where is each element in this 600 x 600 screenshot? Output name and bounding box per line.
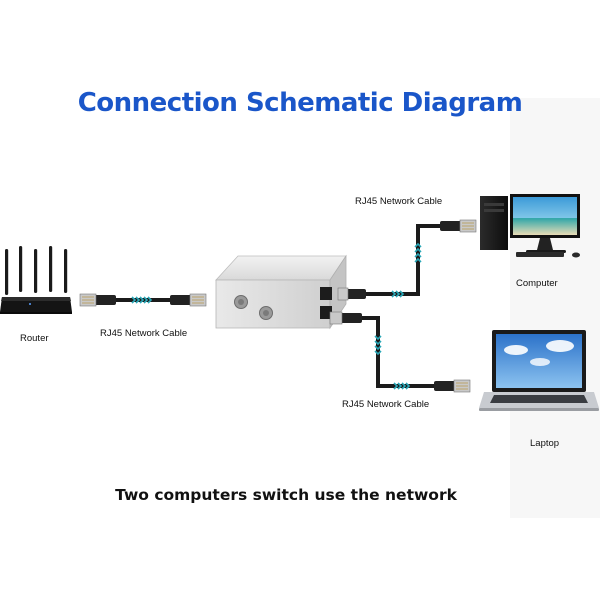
rj45-plug-icon — [337, 287, 366, 301]
background-panel — [510, 98, 600, 518]
desktop-computer-icon — [480, 194, 580, 258]
computer-cable-label: RJ45 Network Cable — [355, 196, 443, 207]
rj45-plug-icon — [434, 379, 471, 393]
rj45-plug-icon — [79, 293, 116, 307]
cable-switch-laptop — [329, 311, 471, 393]
computer-label: Computer — [516, 278, 558, 289]
page-title: Connection Schematic Diagram — [77, 88, 523, 118]
switch-box-icon — [215, 254, 347, 330]
rj45-plug-icon — [440, 219, 477, 233]
cable-router-switch — [79, 293, 207, 307]
laptop-icon — [479, 330, 599, 411]
diagram-caption: Two computers switch use the network — [115, 486, 457, 504]
router-icon — [0, 246, 72, 314]
laptop-cable-label: RJ45 Network Cable — [342, 399, 430, 410]
router-cable-label: RJ45 Network Cable — [100, 328, 188, 339]
rj45-plug-icon — [170, 293, 207, 307]
router-label: Router — [20, 333, 49, 344]
cable-switch-computer — [337, 219, 477, 301]
laptop-label: Laptop — [530, 438, 560, 449]
rj45-plug-icon — [329, 311, 362, 325]
